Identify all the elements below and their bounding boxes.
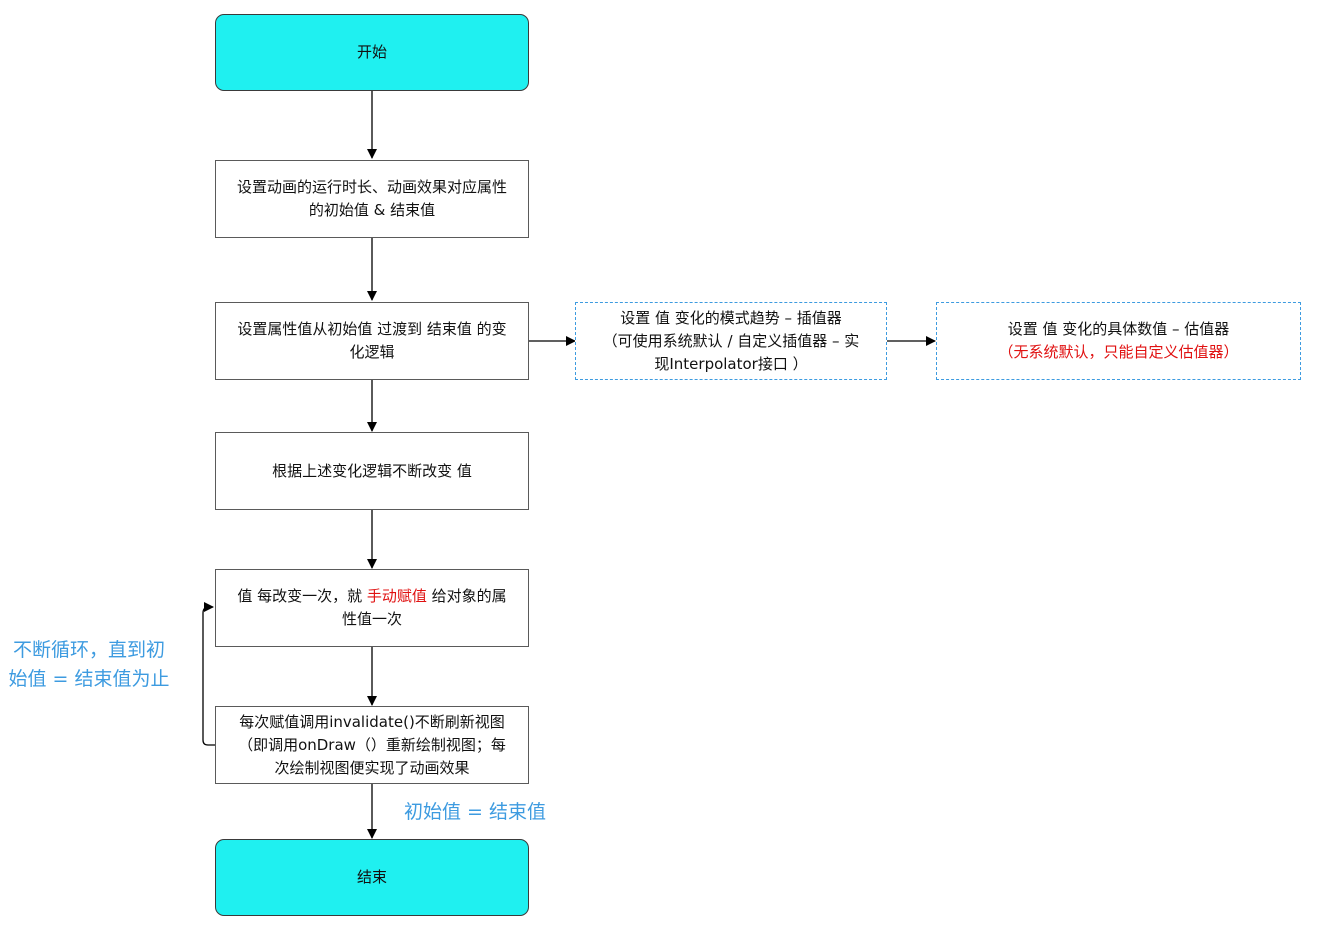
assign-line2: 性值一次 [341, 610, 402, 628]
start-node: 开始 [215, 14, 529, 91]
end-label: 结束 [356, 868, 387, 886]
change-value-label: 根据上述变化逻辑不断改变 值 [272, 461, 472, 480]
assign-suffix: 给对象的属 [426, 587, 507, 605]
interpolator-line3: 现Interpolator接口 ） [654, 354, 808, 373]
edge-loop-back [202, 602, 215, 746]
start-label: 开始 [356, 43, 387, 61]
end-node: 结束 [215, 839, 529, 916]
set-duration-line2: 的初始值 & 结束值 [308, 201, 436, 219]
evaluator-line2: （无系统默认，只能自定义估值器） [998, 343, 1239, 361]
set-duration-line1: 设置动画的运行时长、动画效果对应属性 [236, 178, 507, 196]
loop-note-line1: 不断循环，直到初 [12, 639, 165, 661]
set-logic-line1: 设置属性值从初始值 过渡到 结束值 的变 [237, 320, 507, 338]
redraw-node: 每次赋值调用invalidate()不断刷新视图 （即调用onDraw（）重新绘… [215, 706, 529, 784]
change-value-node: 根据上述变化逻辑不断改变 值 [215, 432, 529, 510]
interpolator-line1: 设置 值 变化的模式趋势 – 插值器 [620, 308, 842, 327]
assign-highlight: 手动赋值 [366, 587, 427, 605]
loop-note-line2: 始值 = 结束值为止 [8, 668, 170, 690]
set-logic-line2: 化逻辑 [349, 343, 395, 361]
exit-condition-label: 初始值 = 结束值 [404, 801, 546, 823]
redraw-line2: （即调用onDraw（）重新绘制视图；每 [238, 735, 506, 754]
assign-line1: 值 每改变一次，就 手动赋值 给对象的属 [237, 585, 506, 608]
redraw-line1: 每次赋值调用invalidate()不断刷新视图 [239, 712, 505, 731]
exit-condition-note: 初始值 = 结束值 [404, 798, 564, 827]
set-duration-node: 设置动画的运行时长、动画效果对应属性 的初始值 & 结束值 [215, 160, 529, 238]
assign-prefix: 值 每改变一次，就 [237, 587, 367, 605]
loop-note: 不断循环，直到初 始值 = 结束值为止 [0, 636, 178, 694]
assign-node: 值 每改变一次，就 手动赋值 给对象的属 性值一次 [215, 569, 529, 647]
interpolator-line2: （可使用系统默认 / 自定义插值器 – 实 [602, 331, 860, 350]
interpolator-node: 设置 值 变化的模式趋势 – 插值器 （可使用系统默认 / 自定义插值器 – 实… [575, 302, 887, 380]
set-logic-node: 设置属性值从初始值 过渡到 结束值 的变 化逻辑 [215, 302, 529, 380]
redraw-line3: 次绘制视图便实现了动画效果 [274, 758, 470, 777]
evaluator-node: 设置 值 变化的具体数值 – 估值器 （无系统默认，只能自定义估值器） [936, 302, 1301, 380]
evaluator-line1: 设置 值 变化的具体数值 – 估值器 [1007, 320, 1230, 338]
